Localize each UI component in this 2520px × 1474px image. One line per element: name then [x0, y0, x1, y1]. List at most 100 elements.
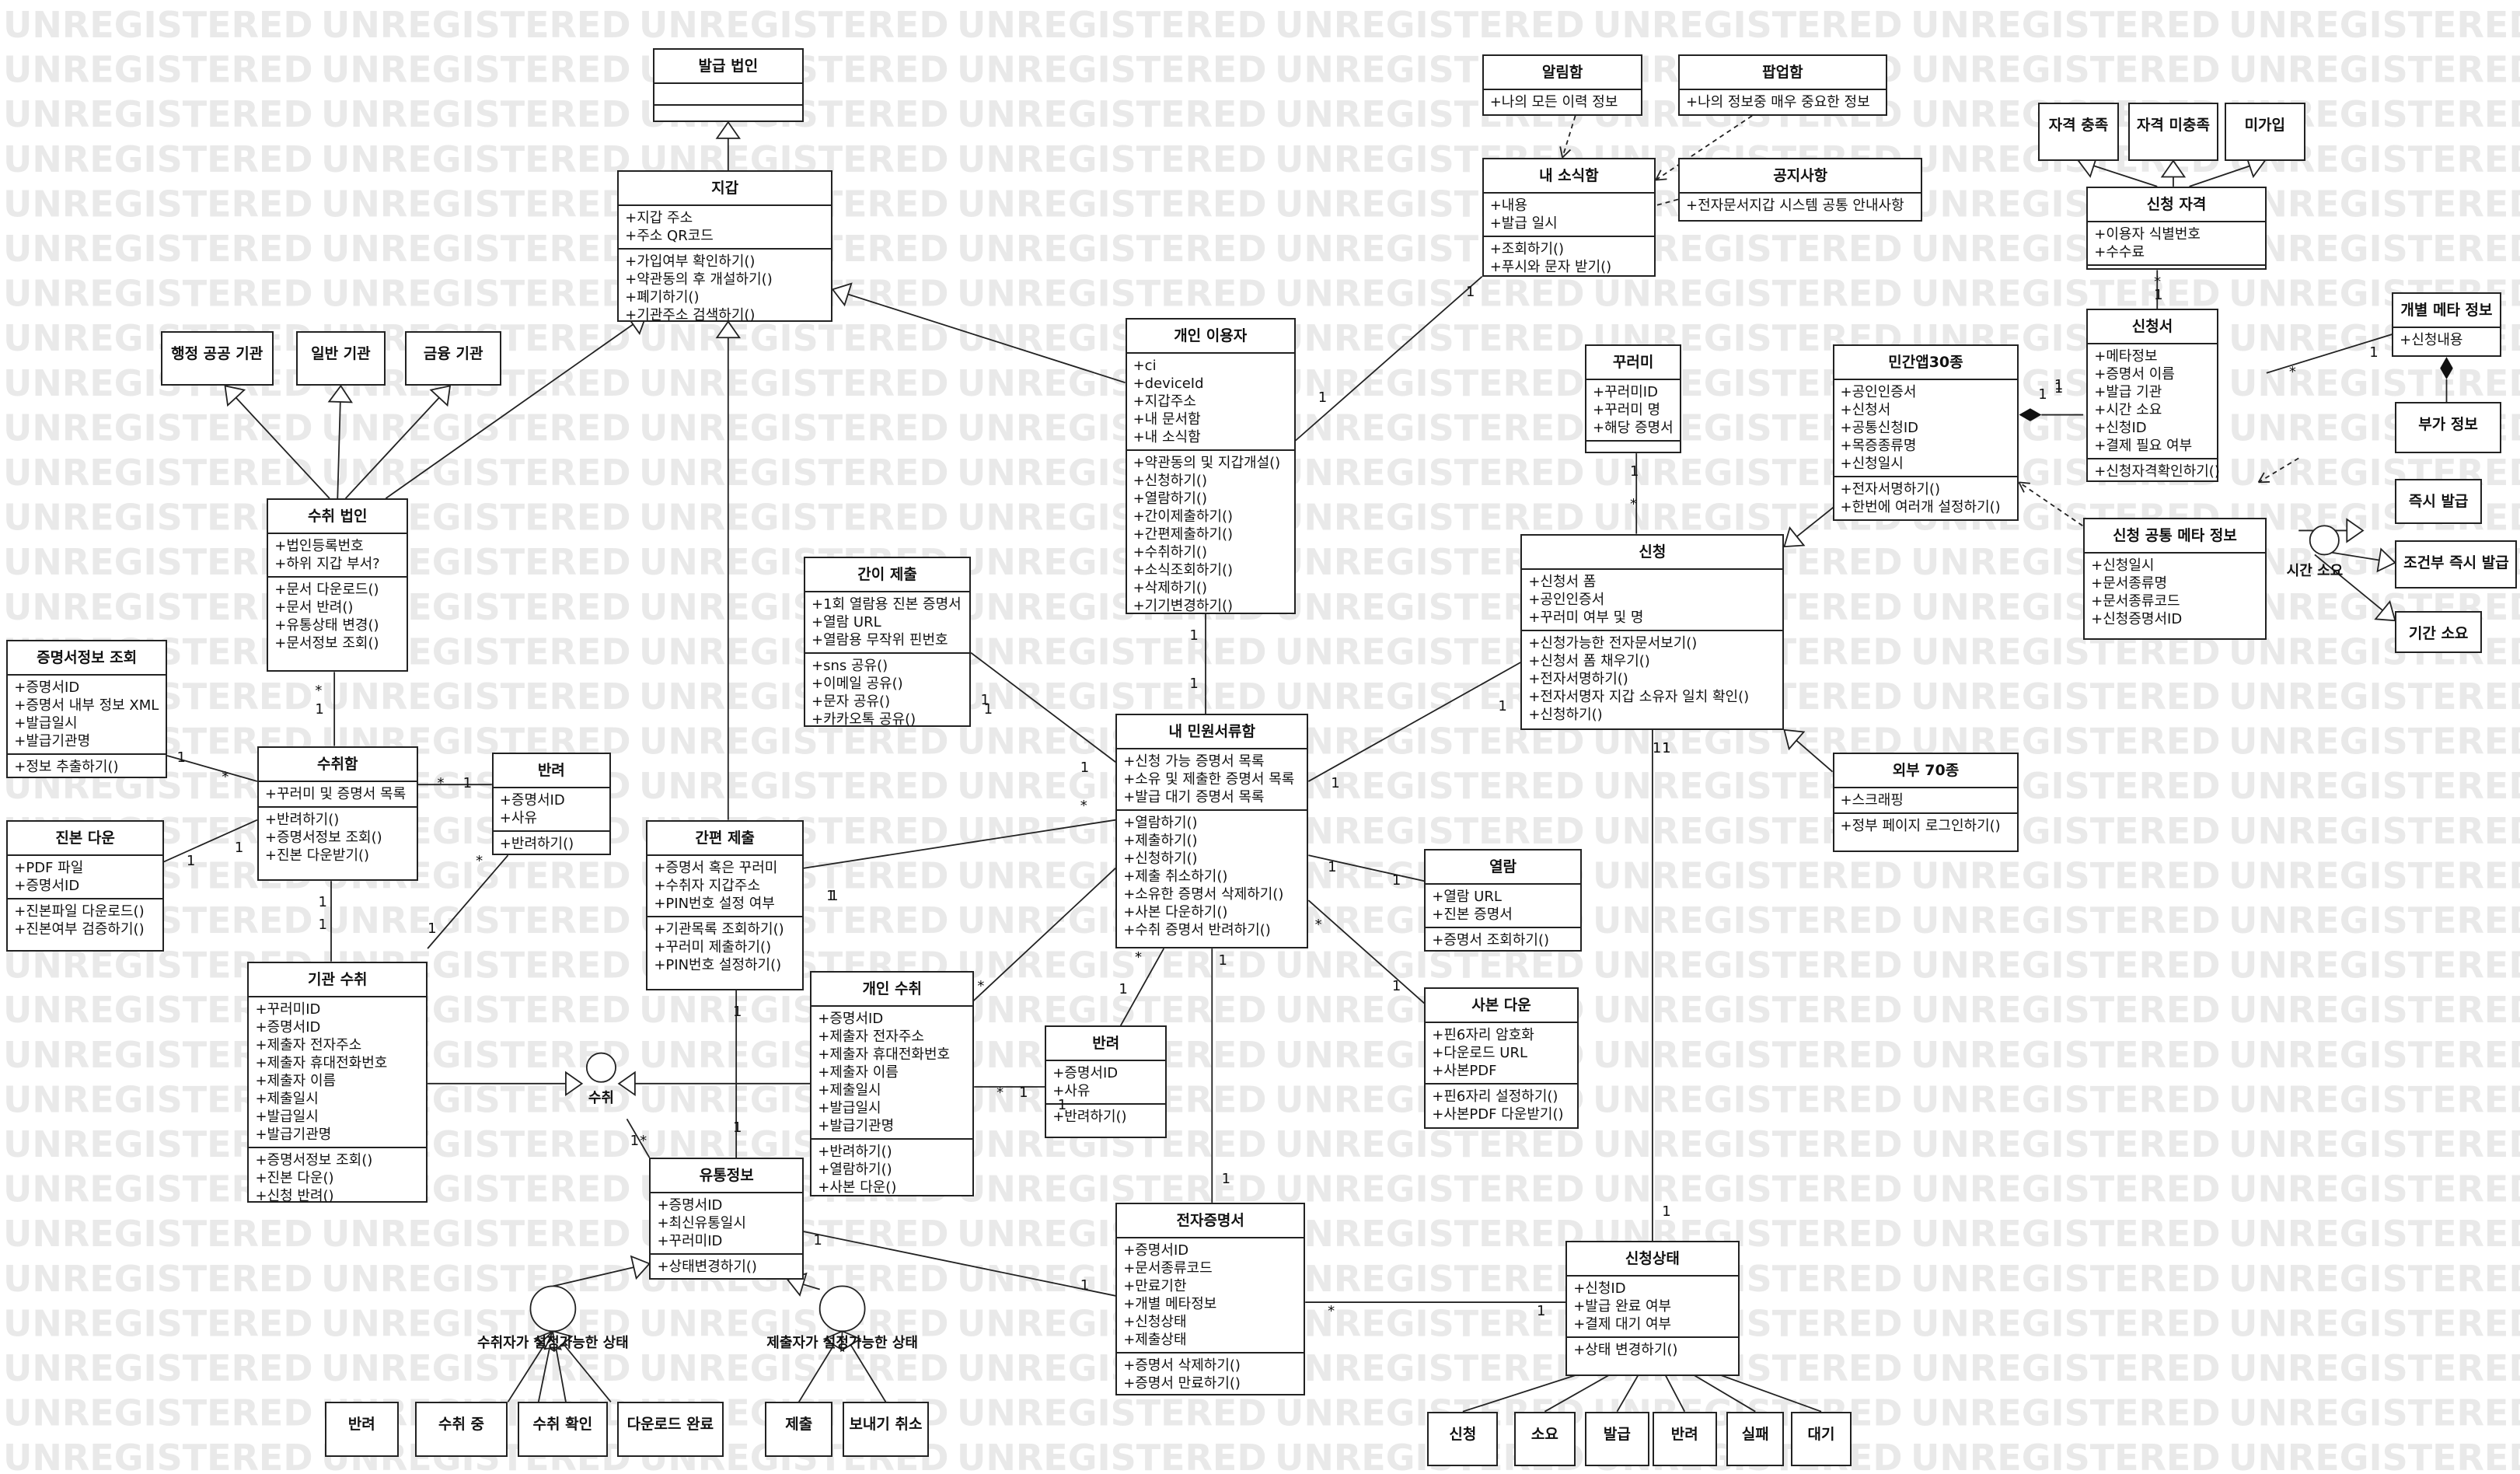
class-attributes: +증명서ID+최신유통일시+꾸러미ID [651, 1191, 802, 1253]
class-jinbon-daun[interactable]: 진본 다운+PDF 파일+증명서ID+진본파일 다운로드()+진본여부 검증하기… [6, 819, 164, 952]
operation: +사본 다운하기() [1123, 904, 1228, 921]
class-sincheong[interactable]: 신청+신청서 폼+공인인증서+꾸러미 여부 및 명+신청가능한 전자문서보기()… [1520, 533, 1785, 730]
class-t-banryeo[interactable]: 반려 [1652, 1411, 1717, 1466]
class-sincheongseo[interactable]: 신청서+메타정보+증명서 이름+발급 기관+시간 소요+신청ID+결제 필요 여… [2086, 309, 2220, 483]
class-oebu[interactable]: 외부 70종+스크래핑+정부 페이지 로그인하기() [1832, 752, 2019, 853]
class-gani-jechul[interactable]: 간이 제출+1회 열람용 진본 증명서+열람 URL+열람용 무작위 핀번호+s… [804, 556, 972, 728]
multiplicity-label: 1 [1189, 676, 1199, 693]
multiplicity-label: 1 [1629, 463, 1639, 480]
class-balgeup[interactable]: 발급 법인 [652, 48, 804, 123]
class-yutong[interactable]: 유통정보+증명서ID+최신유통일시+꾸러미ID+상태변경하기() [649, 1157, 804, 1280]
class-sincheong-sangtae[interactable]: 신청상태+신청ID+발급 완료 여부+결제 대기 여부+상태 변경하기() [1565, 1241, 1740, 1377]
operation: +전자서명자 지갑 소유자 일치 확인() [1528, 688, 1750, 705]
multiplicity-label: * [2288, 364, 2296, 381]
class-kkureomi[interactable]: 꾸러미+꾸러미ID+꾸러미 명+해당 증명서 [1585, 344, 1682, 454]
class-banryeo1[interactable]: 반려+증명서ID+사유+반려하기() [491, 752, 611, 856]
class-t-soyo[interactable]: 소요 [1514, 1411, 1576, 1466]
operation: +폐기하기() [625, 289, 700, 306]
class-gongjisahang[interactable]: 공지사항+전자문서지갑 시스템 공통 안내사항 [1677, 157, 1923, 222]
class-t-balgeup[interactable]: 발급 [1585, 1411, 1649, 1466]
association-line [1307, 899, 1425, 1004]
attribute: +ci [1133, 358, 1157, 375]
class-jigap[interactable]: 지갑+지갑 주소+주소 QR코드+가입여부 확인하기()+약관동의 후 개설하기… [617, 170, 833, 323]
attribute: +신청일시 [2091, 557, 2155, 574]
class-s-banryeo[interactable]: 반려 [324, 1402, 399, 1457]
class-t-sincheong[interactable]: 신청 [1427, 1411, 1499, 1466]
association-line [1559, 146, 1563, 158]
class-name: 신청 [1449, 1425, 1477, 1443]
class-haengjeong[interactable]: 행정 공공 기관 [160, 331, 274, 386]
attribute: +문서종류명 [2091, 575, 2168, 592]
class-attributes: +핀6자리 암호화+다운로드 URL+사본PDF [1426, 1021, 1577, 1083]
class-geumyung[interactable]: 금융 기관 [405, 331, 502, 386]
association-line [850, 1344, 887, 1402]
operation: +약관동의 및 지갑개설() [1133, 455, 1281, 472]
operation: +증명서 삭제하기() [1123, 1357, 1241, 1374]
class-operations: +조회하기()+푸시와 문자 받기() [1483, 235, 1655, 279]
class-jeuksi-balgeup[interactable]: 즉시 발급 [2395, 479, 2482, 525]
class-t-silpae[interactable]: 실패 [1726, 1411, 1785, 1466]
class-jeungmyeong-jeongbo[interactable]: 증명서정보 조회+증명서ID+증명서 내부 정보 XML+발급일시+발급기관명+… [6, 640, 168, 778]
class-banryeo2[interactable]: 반려+증명서ID+사유+반려하기() [1045, 1025, 1168, 1139]
operation: +유통상태 변경() [274, 617, 379, 634]
class-suchwiham[interactable]: 수취함+꾸러미 및 증명서 목록+반려하기()+증명서정보 조회()+진본 다운… [257, 746, 418, 882]
class-gaebyeol-meta[interactable]: 개별 메타 정보+신청내용 [2392, 292, 2501, 358]
class-s-suchwihwagin[interactable]: 수취 확인 [517, 1402, 608, 1457]
class-suchwi-beobin[interactable]: 수취 법인+법인등록번호+하위 지갑 부서?+문서 다운로드()+문서 반려()… [267, 498, 409, 672]
multiplicity-label: 1 [1466, 283, 1475, 300]
class-mingan-app[interactable]: 민간앱30종+공인인증서+신청서+공통신청ID+목증종류명+신청일시+전자서명하… [1832, 344, 2019, 522]
class-gaein-iyongja[interactable]: 개인 이용자+ci+deviceId+지갑주소+내 문서함+내 소식함+약관동의… [1125, 318, 1296, 615]
attribute: +내 문서함 [1133, 411, 1201, 428]
attribute: +문서종류코드 [1123, 1259, 1213, 1277]
multiplicity-label: 1 [234, 840, 244, 857]
class-name: 내 민원서류함 [1168, 723, 1256, 741]
class-s-suchwijung[interactable]: 수취 중 [414, 1402, 508, 1457]
operation: +반려하기() [499, 835, 574, 852]
generalization-arrowhead [1783, 526, 1806, 548]
class-jagyeok-michungjok[interactable]: 자격 미충족 [2128, 103, 2218, 161]
operation: +기기변경하기() [1133, 598, 1234, 615]
class-s-jechul[interactable]: 제출 [765, 1402, 833, 1457]
class-operations: +sns 공유()+이메일 공유()+문자 공유()+카카오톡 공유() [805, 651, 970, 732]
association-line [626, 1118, 651, 1158]
class-ganpyeon-jechul[interactable]: 간편 제출+증명서 혹은 꾸러미+수취자 지갑주소+PIN번호 설정 여부+기관… [646, 819, 804, 990]
multiplicity-label: * [315, 682, 323, 699]
class-migaip[interactable]: 미가입 [2225, 103, 2305, 161]
class-gaein-suchwi[interactable]: 개인 수취+증명서ID+제출자 전자주소+제출자 휴대전화번호+제출자 이름+제… [810, 971, 975, 1196]
class-nae-minwon[interactable]: 내 민원서류함+신청 가능 증명서 목록+소유 및 제출한 증명서 목록+발급 … [1115, 714, 1309, 949]
attribute: +신청일시 [1840, 455, 1904, 472]
class-jeonja[interactable]: 전자증명서+증명서ID+문서종류코드+만료기한+개별 메타정보+신청상태+제출상… [1115, 1202, 1306, 1396]
multiplicity-label: 1 [1019, 1084, 1028, 1101]
generalization-arrowhead [224, 385, 246, 407]
class-name: 기간 소요 [2408, 624, 2469, 642]
class-yeollam[interactable]: 열람+열람 URL+진본 증명서+증명서 조회하기() [1424, 848, 1582, 952]
class-sincheong-gongtong[interactable]: 신청 공통 메타 정보+신청일시+문서종류명+문서종류코드+신청증명서ID [2083, 517, 2267, 641]
class-sincheong-jagyeok[interactable]: 신청 자격+이용자 식별번호+수수료 [2086, 186, 2267, 271]
multiplicity-label: 1 [1662, 739, 1671, 756]
class-jogeonbu[interactable]: 조건부 즉시 발급 [2395, 540, 2518, 589]
class-allimham[interactable]: 알림함+나의 모든 이력 정보 [1482, 54, 1643, 116]
class-attributes: +공인인증서+신청서+공통신청ID+목증종류명+신청일시 [1834, 378, 2018, 476]
class-sabon-daun[interactable]: 사본 다운+핀6자리 암호화+다운로드 URL+사본PDF+핀6자리 설정하기(… [1424, 987, 1579, 1129]
class-buga-jeongbo[interactable]: 부가 정보 [2395, 402, 2501, 454]
class-operations: +정부 페이지 로그인하기() [1834, 812, 2018, 838]
attribute: +신청상태 [1123, 1313, 1187, 1330]
class-gigan-soyo[interactable]: 기간 소요 [2395, 610, 2482, 653]
class-name: 수취함 [317, 755, 358, 773]
operation: +수취 증명서 반려하기() [1123, 922, 1271, 939]
class-gigwan-suchwi[interactable]: 기관 수취+꾸러미ID+증명서ID+제출자 전자주소+제출자 휴대전화번호+제출… [247, 961, 428, 1204]
class-jagyeok-chungjok[interactable]: 자격 충족 [2038, 103, 2119, 161]
class-t-daegi[interactable]: 대기 [1790, 1411, 1852, 1466]
attribute: +다운로드 URL [1432, 1044, 1527, 1061]
class-s-daunload[interactable]: 다운로드 완료 [617, 1402, 724, 1457]
attribute: +증명서ID [14, 877, 80, 894]
class-popupham[interactable]: 팝업함+나의 정보중 매우 중요한 정보 [1677, 54, 1887, 116]
operation: +제출 취소하기() [1123, 868, 1228, 885]
multiplicity-label: * [1328, 1302, 1335, 1319]
class-name: 행정 공공 기관 [171, 345, 264, 362]
class-nae-sosikham[interactable]: 내 소식함+내용+발급 일시+조회하기()+푸시와 문자 받기() [1482, 157, 1656, 279]
class-ilban[interactable]: 일반 기관 [295, 331, 386, 386]
class-s-bonaegi[interactable]: 보내기 취소 [842, 1402, 930, 1457]
attribute: +수수료 [2094, 243, 2145, 260]
multiplicity-label: 1 [176, 749, 186, 767]
